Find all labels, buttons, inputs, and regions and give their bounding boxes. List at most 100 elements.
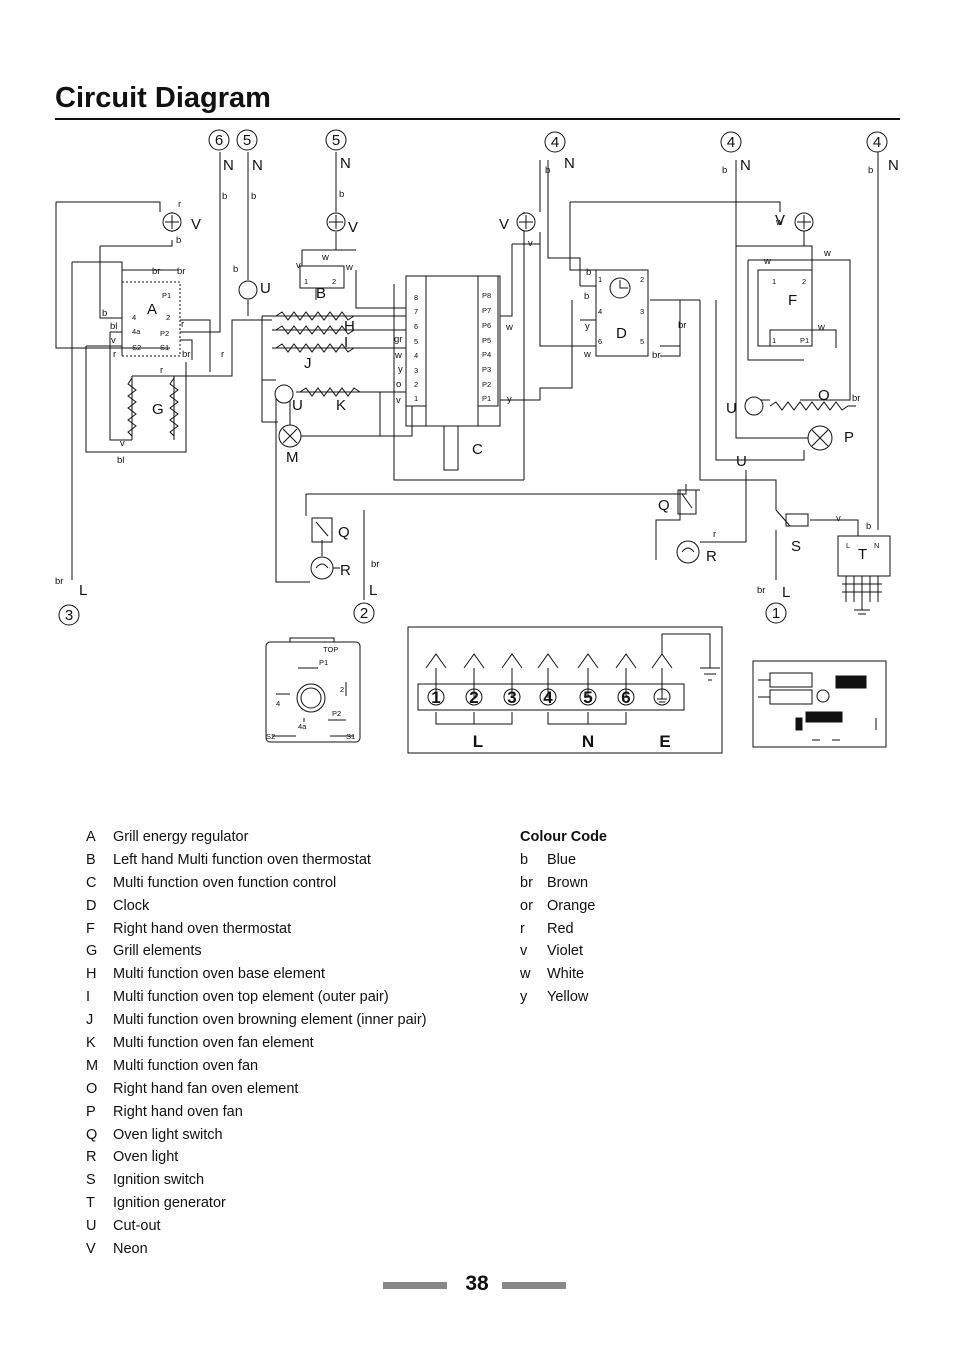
legend-label: Multi function oven base element <box>113 966 325 983</box>
colour-code-heading: Colour Code <box>520 829 607 845</box>
function-control-terminal: P7 <box>482 306 491 315</box>
legend-key: A <box>86 829 96 845</box>
colour-code-label: Orange <box>547 897 596 914</box>
component-label-r: R <box>340 562 351 579</box>
legend-key: M <box>86 1057 99 1074</box>
terminal-number: 4 <box>551 134 559 151</box>
component-label-u: U <box>260 280 271 297</box>
terminal-marking: 2 <box>802 277 806 286</box>
function-control-terminal: 1 <box>414 394 418 403</box>
wire-code: br <box>678 320 686 331</box>
component-label-v: V <box>191 216 201 233</box>
legend-key: F <box>86 920 95 937</box>
wire-code: y <box>585 321 590 332</box>
function-control-terminal: P1 <box>482 394 491 403</box>
wire-code: v <box>528 238 533 249</box>
terminal-marking: N <box>874 541 879 550</box>
component-label-h: H <box>344 318 355 335</box>
regulator-terminal: P1 <box>319 658 328 667</box>
legend-key: T <box>86 1195 95 1212</box>
page-title: Circuit Diagram <box>55 82 271 114</box>
legend-label: Multi function oven fan element <box>113 1035 314 1052</box>
line-label-n: N <box>340 155 351 172</box>
terminal-number: 2 <box>360 605 368 622</box>
colour-code-key: r <box>520 920 525 937</box>
terminal-marking: P2 <box>160 329 169 338</box>
wire-code: r <box>181 319 184 330</box>
wire-code: w <box>345 262 353 273</box>
legend-key: G <box>86 943 98 960</box>
component-label-b: B <box>316 285 326 302</box>
component-label-q: Q <box>658 497 670 514</box>
wire-code: v <box>396 395 401 406</box>
colour-code-key: y <box>520 989 528 1006</box>
wire-code: br <box>371 559 379 570</box>
regulator-top-label: TOP <box>323 645 338 654</box>
component-label-d: D <box>616 325 627 342</box>
wire-code: b <box>545 165 550 176</box>
legend-label: Oven light <box>113 1149 179 1166</box>
wire-code: w <box>394 350 402 361</box>
component-label-u: U <box>726 400 737 417</box>
function-control-terminal: P4 <box>482 350 491 359</box>
wire-code: b <box>251 191 256 202</box>
function-control-terminal: 3 <box>414 366 418 375</box>
wire-code: br <box>152 266 160 277</box>
terminal-number: 5 <box>243 132 251 149</box>
wire-code: b <box>722 165 727 176</box>
legend-key: J <box>86 1012 94 1029</box>
legend-label: Multi function oven browning element (in… <box>113 1012 427 1029</box>
wire-code: r <box>713 529 716 540</box>
wire-code: y <box>507 394 512 405</box>
legend-key: V <box>86 1241 96 1258</box>
footer-bar-left <box>383 1282 447 1289</box>
terminal-marking: 1 <box>772 336 776 345</box>
legend-key: R <box>86 1149 97 1166</box>
title-rule <box>55 118 900 120</box>
line-label-n: N <box>740 157 751 174</box>
wire-code: w <box>321 252 329 263</box>
terminal-marking: 4 <box>132 313 136 322</box>
component-label-a: A <box>147 301 157 318</box>
regulator-terminal: S1 <box>346 732 355 741</box>
legend-key: S <box>86 1172 96 1189</box>
component-label-j: J <box>304 355 312 372</box>
legend-label: Cut-out <box>113 1218 161 1235</box>
footer-bar-right <box>502 1282 566 1289</box>
legend-item: R Oven light <box>86 1146 506 1169</box>
colour-code-key: or <box>520 897 533 914</box>
legend-key: B <box>86 851 96 868</box>
colour-code-key: br <box>520 874 533 891</box>
legend-label: Multi function oven top element (outer p… <box>113 989 389 1006</box>
component-label-m: M <box>286 449 299 466</box>
wire-code: b <box>102 308 107 319</box>
component-label-v: V <box>775 212 785 229</box>
terminal-marking: P1 <box>800 336 809 345</box>
line-label-n: N <box>888 157 899 174</box>
colour-code-label: Blue <box>547 851 577 868</box>
legend-label: Clock <box>113 897 150 914</box>
block-terminal: 4 <box>543 688 553 707</box>
regulator-terminal: 4 <box>276 699 280 708</box>
legend-label: Oven light switch <box>113 1126 223 1143</box>
wire-code: v <box>120 438 125 449</box>
wire-code: b <box>866 521 871 532</box>
colour-code-item: or Orange <box>520 895 607 918</box>
terminal-marking: 2 <box>332 277 336 286</box>
wire-code: br <box>757 585 765 596</box>
line-label-l: L <box>79 582 87 599</box>
function-control-terminal: P2 <box>482 380 491 389</box>
wire-code: o <box>396 379 401 390</box>
terminal-marking: S1 <box>160 343 169 352</box>
wire-code: b <box>339 189 344 200</box>
legend-label: Right hand oven fan <box>113 1103 243 1120</box>
wire-code: bl <box>110 321 117 332</box>
legend-key: Q <box>86 1126 98 1143</box>
function-control-terminal: 4 <box>414 351 418 360</box>
